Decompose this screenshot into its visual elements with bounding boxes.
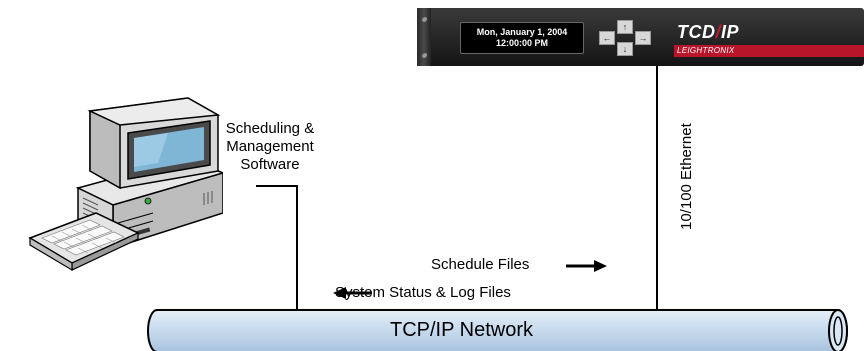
logo-slash: /: [715, 22, 722, 42]
computer-icon: [28, 97, 223, 272]
computer-connection-line: [256, 185, 298, 310]
key-up-icon: ↑: [617, 20, 633, 34]
schedule-files-label: Schedule Files: [431, 256, 530, 273]
device-logo: TCD/IP: [677, 22, 739, 43]
software-label-line2: Management: [226, 138, 314, 155]
lcd-date: Mon, January 1, 2004: [476, 27, 568, 37]
logo-ip: IP: [721, 22, 740, 42]
software-label: Scheduling & Management Software: [207, 120, 333, 174]
brand-bar: [674, 45, 864, 57]
network-pipe: [147, 309, 848, 351]
rack-ear-left: [417, 8, 431, 66]
key-left-icon: ←: [599, 31, 615, 45]
ethernet-label: 10/100 Ethernet: [678, 123, 695, 230]
network-label: TCP/IP Network: [390, 319, 533, 341]
schedule-arrow-icon: [566, 260, 607, 272]
software-label-line1: Scheduling &: [225, 120, 315, 137]
key-down-icon: ↓: [617, 42, 633, 56]
brand-name: LEIGHTRONIX: [677, 46, 735, 55]
lcd-time: 12:00:00 PM: [495, 38, 549, 48]
key-right-icon: →: [635, 31, 651, 45]
status-arrow-icon: [333, 287, 372, 299]
device-keypad: ↑ ↓ ← →: [597, 20, 653, 56]
device-lcd-display: Mon, January 1, 2004 12:00:00 PM: [460, 22, 584, 54]
software-label-line3: Software: [240, 156, 300, 173]
status-files-label: System Status & Log Files: [335, 284, 511, 301]
logo-main: TCD: [677, 22, 716, 42]
